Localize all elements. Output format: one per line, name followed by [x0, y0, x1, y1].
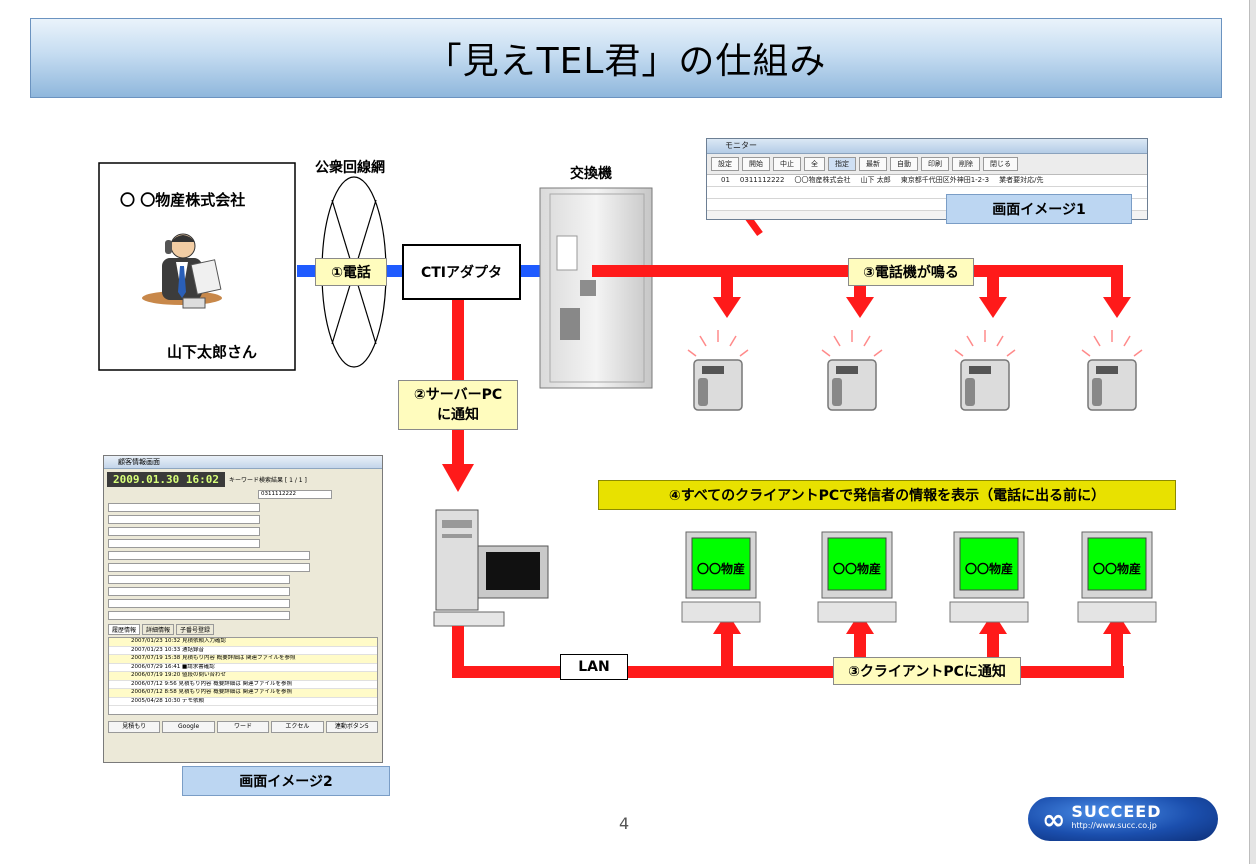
- monitor-row[interactable]: 01 0311112222 〇〇物産株式会社 山下 太郎 東京都千代田区外神田1…: [707, 175, 1147, 187]
- phones-ring-box: ③電話機が鳴る: [848, 258, 974, 286]
- monitor-btn-latest[interactable]: 最新: [859, 157, 887, 171]
- history-row[interactable]: 2006/07/12 8:58 見積もり内容 概要詳細は 関連ファイルを参照: [109, 689, 377, 698]
- exchange-cabinet: [539, 187, 653, 389]
- monitor-btn-stop[interactable]: 中止: [773, 157, 801, 171]
- monitor-window-titlebar: モニター: [707, 139, 1147, 154]
- phones-ring-label: ③電話機が鳴る: [863, 265, 959, 281]
- customer-tabs: 履歴情報 詳細情報 子番号登録: [104, 622, 382, 637]
- history-row[interactable]: 2007/01/23 10:33 通話録音: [109, 647, 377, 655]
- customer-tab-subnumber[interactable]: 子番号登録: [176, 624, 215, 635]
- monitor-btn-delete[interactable]: 削除: [952, 157, 980, 171]
- client-screen-text-3: 〇〇物産: [964, 562, 1013, 576]
- footer-btn-link5[interactable]: 連動ボタン5: [325, 721, 379, 733]
- monitor-caption-box: 画面イメージ1: [946, 194, 1132, 224]
- call-label: ①電話: [331, 265, 371, 281]
- footer-btn-google[interactable]: Google: [162, 721, 215, 733]
- exchange-label: 交換機: [570, 166, 612, 182]
- footer-btn-estimate[interactable]: 見積もり: [108, 721, 161, 733]
- server-notify-line-2: に通知: [437, 407, 479, 423]
- customer-window-titlebar: 顧客情報画面: [104, 456, 382, 469]
- client-pcs: [681, 531, 1157, 623]
- client-risers: [713, 612, 1131, 672]
- server-notify-box: ②サーバーPC に通知: [398, 380, 518, 430]
- customer-window: 顧客情報画面 2009.01.30 16:02 キーワード検索結果 [ 1 / …: [103, 455, 383, 763]
- ringing-phones: [687, 330, 1143, 411]
- customer-history-list: 2007/01/23 10:32 見積依頼入力確認 2007/01/23 10:…: [108, 637, 378, 715]
- monitor-btn-specify[interactable]: 指定: [828, 157, 856, 171]
- cti-adapter-label: CTIアダプタ: [420, 265, 503, 281]
- call-label-box: ①電話: [315, 258, 387, 286]
- monitor-btn-all[interactable]: 全: [804, 157, 825, 171]
- caller-name: 山下太郎さん: [167, 343, 258, 361]
- slide-title: 「見えTEL君」の仕組み: [30, 18, 1222, 98]
- lan-line: [452, 666, 1124, 678]
- client-notify-label: ③クライアントPCに通知: [848, 664, 1006, 680]
- client-screen-text-2: 〇〇物産: [832, 562, 881, 576]
- customer-search-result: キーワード検索結果 [ 1 / 1 ]: [228, 477, 307, 484]
- all-clients-banner: ④すべてのクライアントPCで発信者の情報を表示（電話に出る前に）: [598, 480, 1176, 510]
- client-notify-box: ③クライアントPCに通知: [833, 657, 1021, 685]
- client-screen-text-4: 〇〇物産: [1092, 562, 1141, 576]
- customer-caption: 画面イメージ2: [239, 774, 333, 790]
- company-label: 〇 〇物産株式会社: [120, 191, 246, 209]
- lan-riser: [452, 626, 464, 678]
- all-clients-label: ④すべてのクライアントPCで発信者の情報を表示（電話に出る前に）: [668, 488, 1106, 504]
- customer-phone-field[interactable]: 0311112222: [258, 490, 332, 499]
- slide-edge: [1249, 0, 1256, 864]
- customer-date: 2009.01.30 16:02: [107, 472, 225, 487]
- lan-box: LAN: [560, 654, 628, 680]
- cti-adapter-box: CTIアダプタ: [402, 244, 521, 300]
- server-notify-line-1: ②サーバーPC: [413, 387, 503, 403]
- customer-tab-history[interactable]: 履歴情報: [108, 624, 141, 635]
- monitor-btn-print[interactable]: 印刷: [921, 157, 949, 171]
- history-row[interactable]: 2007/07/19 15:38 見積もり内容 概要詳細は 関連ファイルを参照: [109, 655, 377, 664]
- customer-footer-buttons: 見積もり Google ワード エクセル 連動ボタン5: [108, 721, 379, 733]
- history-row[interactable]: 2006/07/29 16:41 ■請求書確認: [109, 664, 377, 672]
- server-pc: [433, 509, 549, 627]
- footer-btn-excel[interactable]: エクセル: [271, 721, 324, 733]
- lan-label: LAN: [578, 659, 610, 675]
- page-number: 4: [619, 814, 630, 833]
- monitor-btn-auto[interactable]: 自動: [890, 157, 918, 171]
- caller-figure: [142, 233, 222, 309]
- customer-tab-detail[interactable]: 詳細情報: [142, 624, 175, 635]
- monitor-toolbar: 設定 開始 中止 全 指定 最新 自動 印刷 削除 閉じる: [707, 154, 1147, 175]
- logo-name: SUCCEED: [1071, 802, 1162, 821]
- monitor-btn-start[interactable]: 開始: [742, 157, 770, 171]
- monitor-window-title: モニター: [725, 141, 757, 150]
- server-arrow-head: [442, 464, 474, 492]
- public-network-label: 公衆回線網: [315, 160, 385, 176]
- logo-url: http://www.succ.co.jp: [1071, 821, 1157, 830]
- monitor-caption: 画面イメージ1: [992, 202, 1086, 218]
- succeed-logo: ∞ SUCCEED http://www.succ.co.jp: [1028, 797, 1218, 841]
- monitor-btn-settings[interactable]: 設定: [711, 157, 739, 171]
- client-screen-text-1: 〇〇物産: [696, 562, 745, 576]
- history-row[interactable]: 2005/04/28 10:30 デモ依頼: [109, 698, 377, 706]
- customer-window-title: 顧客情報画面: [118, 458, 160, 466]
- customer-caption-box: 画面イメージ2: [182, 766, 390, 796]
- logo-mark-icon: ∞: [1042, 802, 1065, 836]
- history-row[interactable]: 2006/07/19 19:20 値段の問い合わせ: [109, 672, 377, 681]
- footer-btn-word[interactable]: ワード: [216, 721, 270, 733]
- monitor-btn-close[interactable]: 閉じる: [983, 157, 1018, 171]
- history-row[interactable]: 2007/01/23 10:32 見積依頼入力確認: [109, 638, 377, 647]
- history-row[interactable]: 2006/07/12 9:56 見積もり内容 概要詳細は 関連ファイルを参照: [109, 681, 377, 689]
